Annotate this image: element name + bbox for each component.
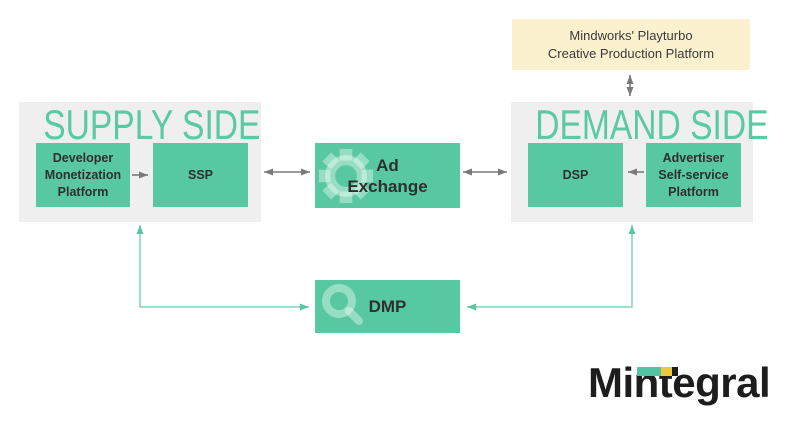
advertiser-self-service-platform-box: Advertiser Self-service Platform	[646, 143, 741, 207]
demand-side-title: DEMAND SIDE	[535, 101, 769, 148]
mintegral-logo: Mintegral	[588, 360, 793, 412]
ad-exchange-label: Ad Exchange	[347, 155, 428, 196]
mintegral-logo-text: Mintegral	[588, 359, 771, 406]
ssp-label: SSP	[187, 167, 213, 182]
dmp-box: DMP	[315, 280, 460, 333]
dmp-label: DMP	[368, 297, 407, 316]
search-icon	[322, 284, 363, 325]
logo-bar-green-segment	[637, 367, 661, 376]
advertiser-self-service-platform-label: Advertiser Self-service Platform	[658, 150, 729, 199]
arrow-demand-dmp	[467, 225, 636, 311]
ssp-box: SSP	[153, 143, 248, 207]
arrow-supply-dmp	[136, 225, 309, 311]
logo-bar-black-segment	[672, 367, 678, 376]
supply-side-title: SUPPLY SIDE	[43, 101, 261, 148]
dsp-label: DSP	[562, 167, 589, 182]
dsp-box: DSP	[528, 143, 623, 207]
ad-exchange-box: Ad Exchange	[315, 143, 460, 208]
developer-monetization-platform-label: Developer Monetization Platform	[44, 150, 122, 199]
mindworks-playturbo-box: Mindworks' Playturbo Creative Production…	[512, 19, 750, 70]
logo-bar-yellow-segment	[661, 367, 672, 376]
mindworks-line2: Creative Production Platform	[547, 45, 715, 61]
developer-monetization-platform-box: Developer Monetization Platform	[36, 143, 130, 207]
mindworks-line1: Mindworks' Playturbo	[569, 27, 693, 43]
mintegral-logo-bar	[637, 367, 678, 376]
